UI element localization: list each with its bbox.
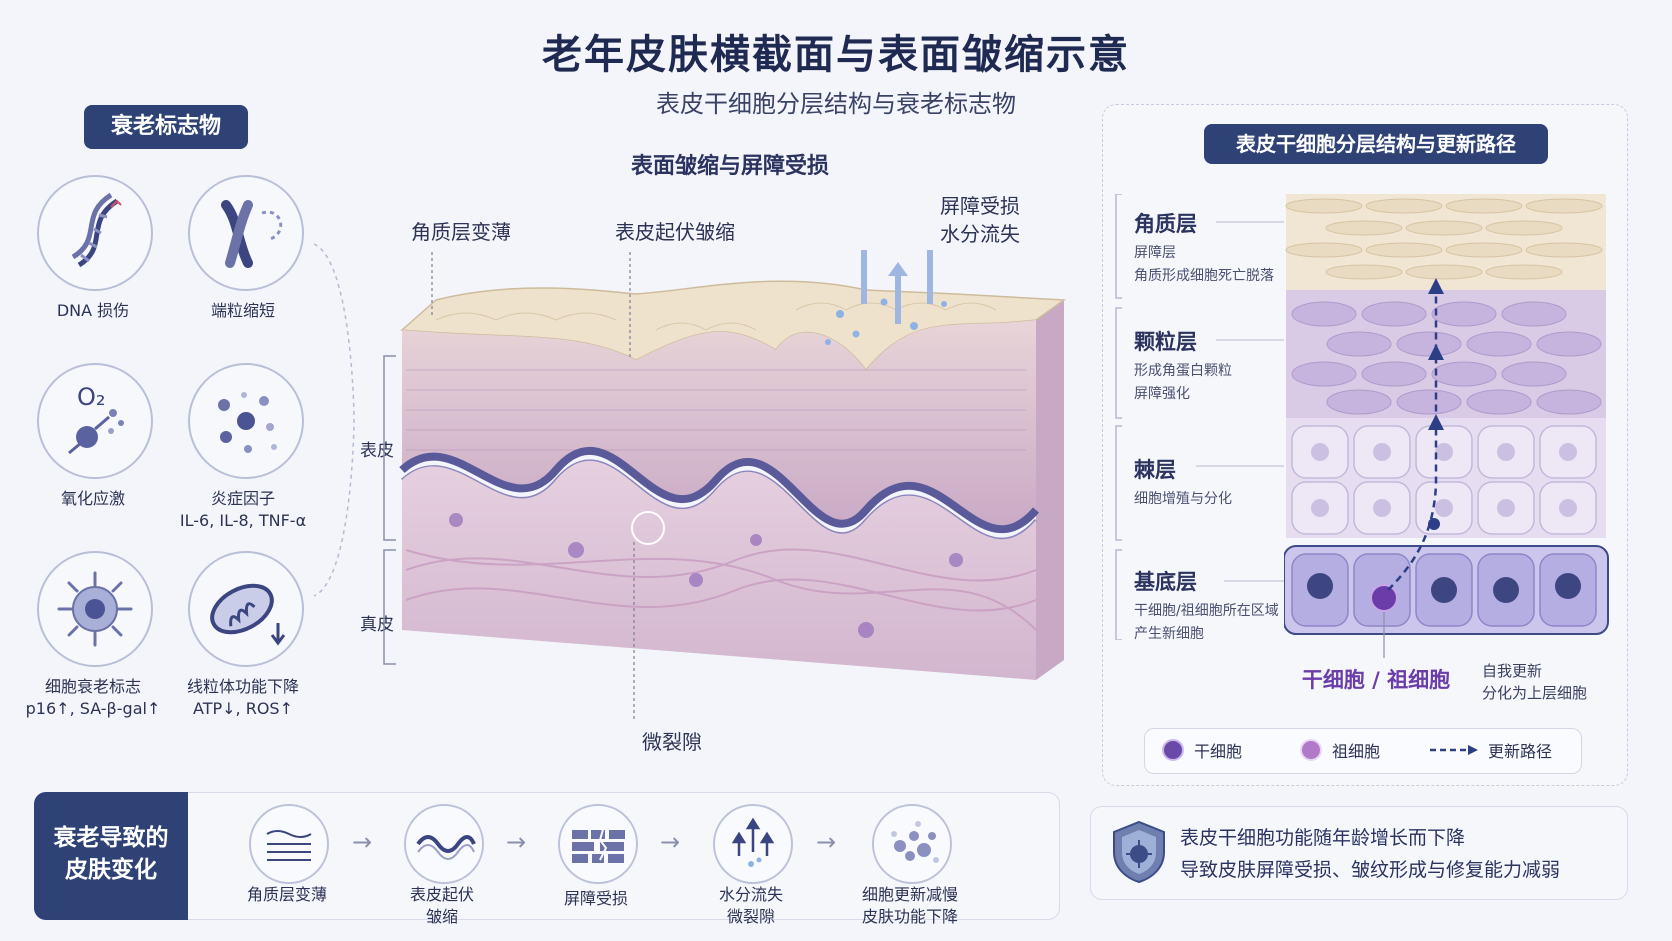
thin-layer-icon bbox=[266, 830, 312, 861]
summary-line-1: 表皮干细胞功能随年龄增长而下降 bbox=[1180, 827, 1466, 849]
bottom-flow-heading: 衰老导致的 皮肤变化 bbox=[34, 792, 188, 920]
skin-cross-section-illustration bbox=[399, 250, 1066, 720]
layer-desc-basal-2: 产生新细胞 bbox=[1134, 626, 1204, 642]
marker-label-dna: DNA 损伤 bbox=[56, 301, 130, 320]
step-2-line-1: 表皮起伏 bbox=[409, 885, 474, 904]
marker-label-oxidative: 氧化应激 bbox=[60, 489, 125, 508]
annotation-barrier-line2: 水分流失 bbox=[940, 222, 1020, 246]
marker-sub-cytokine: IL-6, IL-8, TNF-α bbox=[179, 511, 307, 530]
wave-icon bbox=[416, 835, 476, 860]
progenitor-cell-icon bbox=[1300, 739, 1322, 761]
marker-label-mito: 线粒体功能下降 bbox=[186, 677, 299, 696]
markers-connector bbox=[313, 243, 355, 597]
marker-label-cytokine: 炎症因子 bbox=[210, 489, 275, 508]
layer-name-spinous: 棘层 bbox=[1134, 458, 1176, 482]
cell-cluster-icon bbox=[891, 821, 939, 863]
annotation-stratum-thinning: 角质层变薄 bbox=[411, 220, 511, 244]
layer-name-corneum: 角质层 bbox=[1134, 212, 1197, 236]
legend-stem-cell: 干细胞 bbox=[1194, 742, 1243, 761]
dashed-arrow-icon bbox=[1430, 745, 1478, 755]
oxygen-radical-icon: O₂ bbox=[68, 383, 124, 455]
flow-arrow-4: → bbox=[816, 828, 837, 856]
step-2-line-2: 皱缩 bbox=[425, 907, 458, 926]
step-3-line-1: 屏障受损 bbox=[563, 889, 628, 908]
layer-desc-corneum-2: 角质形成细胞死亡脱落 bbox=[1134, 268, 1274, 284]
cytokine-dots-icon bbox=[218, 392, 277, 453]
layer-guides bbox=[1115, 194, 1284, 640]
bottom-heading-line2: 皮肤变化 bbox=[65, 857, 157, 883]
chromosome-icon bbox=[221, 200, 283, 268]
marker-sub-senescent: p16↑, SA-β-gal↑ bbox=[25, 699, 161, 718]
step-circle-2 bbox=[404, 804, 484, 884]
step-5-line-1: 细胞更新减慢 bbox=[861, 885, 958, 904]
step-circle-3 bbox=[558, 804, 638, 884]
layer-name-basal: 基底层 bbox=[1134, 570, 1197, 594]
summary-line-2: 导致皮肤屏障受损、皱纹形成与修复能力减弱 bbox=[1180, 859, 1561, 881]
page-title: 老年皮肤横截面与表面皱缩示意 bbox=[542, 32, 1130, 78]
step-1-line-1: 角质层变薄 bbox=[246, 885, 327, 904]
marker-circle-oxidative: O₂ bbox=[37, 363, 153, 479]
layer-label-dermis: 真皮 bbox=[360, 615, 394, 635]
annotation-barrier-damage: 屏障受损 水分流失 bbox=[920, 192, 1040, 248]
marker-circle-telomere bbox=[188, 175, 304, 291]
marker-label-telomere: 端粒缩短 bbox=[210, 301, 275, 320]
annotation-microcrack: 微裂隙 bbox=[642, 730, 702, 754]
shield-icon bbox=[1113, 820, 1165, 884]
marker-circle-mito bbox=[188, 551, 304, 667]
oxygen-symbol: O₂ bbox=[77, 383, 106, 411]
stem-cell-label: 干细胞 / 祖细胞 bbox=[1301, 668, 1451, 692]
step-4-line-2: 微裂隙 bbox=[726, 907, 775, 926]
cross-section-heading: 表面皱缩与屏障受损 bbox=[630, 154, 829, 179]
flow-arrow-1: → bbox=[352, 828, 373, 856]
bottom-heading-line1: 衰老导致的 bbox=[53, 825, 169, 851]
summary-box bbox=[1090, 806, 1628, 900]
layer-desc-corneum-1: 屏障层 bbox=[1134, 245, 1176, 261]
broken-brick-icon bbox=[572, 825, 625, 863]
step-circle-4 bbox=[713, 804, 793, 884]
step-circle-1 bbox=[249, 804, 329, 884]
marker-label-senescent: 细胞衰老标志 bbox=[44, 677, 141, 696]
marker-sub-mito: ATP↓, ROS↑ bbox=[193, 699, 293, 718]
layer-name-granular: 颗粒层 bbox=[1134, 330, 1197, 354]
layer-desc-basal-1: 干细胞/祖细胞所在区域 bbox=[1134, 603, 1279, 619]
marker-circle-senescent bbox=[37, 551, 153, 667]
layer-brackets bbox=[383, 355, 396, 665]
step-4-line-1: 水分流失 bbox=[718, 885, 783, 904]
layer-desc-spinous-1: 细胞增殖与分化 bbox=[1134, 491, 1232, 507]
epidermal-layer-stack bbox=[1284, 194, 1609, 635]
stem-legend bbox=[1144, 728, 1582, 774]
legend-renewal-path: 更新路径 bbox=[1488, 742, 1553, 761]
water-loss-icon bbox=[731, 817, 775, 867]
flow-arrow-2: → bbox=[506, 828, 527, 856]
layer-label-epidermis: 表皮 bbox=[360, 441, 394, 461]
stem-panel-heading: 表皮干细胞分层结构与更新路径 bbox=[1204, 124, 1548, 164]
layer-desc-granular-2: 屏障强化 bbox=[1134, 386, 1190, 402]
step-5-line-2: 皮肤功能下降 bbox=[861, 907, 958, 926]
mitochondria-icon bbox=[210, 583, 286, 646]
annotation-barrier-line1: 屏障受损 bbox=[940, 194, 1020, 218]
dna-icon bbox=[71, 192, 122, 268]
markers-heading: 衰老标志物 bbox=[84, 105, 248, 149]
step-circle-5 bbox=[872, 804, 952, 884]
legend-progenitor: 祖细胞 bbox=[1332, 742, 1381, 761]
annotation-surface-wrinkle: 表皮起伏皱缩 bbox=[615, 220, 735, 244]
layer-desc-granular-1: 形成角蛋白颗粒 bbox=[1134, 363, 1232, 379]
marker-circle-dna bbox=[37, 175, 153, 291]
marker-circle-cytokine bbox=[188, 363, 304, 479]
renewal-note-1: 自我更新 bbox=[1482, 662, 1543, 680]
senescent-cell-icon bbox=[57, 571, 133, 647]
stem-cell-pointer bbox=[1383, 612, 1385, 658]
stem-cell-icon bbox=[1162, 739, 1184, 761]
renewal-note-2: 分化为上层细胞 bbox=[1482, 684, 1588, 702]
flow-arrow-3: → bbox=[660, 828, 681, 856]
page-subtitle: 表皮干细胞分层结构与衰老标志物 bbox=[656, 90, 1016, 118]
